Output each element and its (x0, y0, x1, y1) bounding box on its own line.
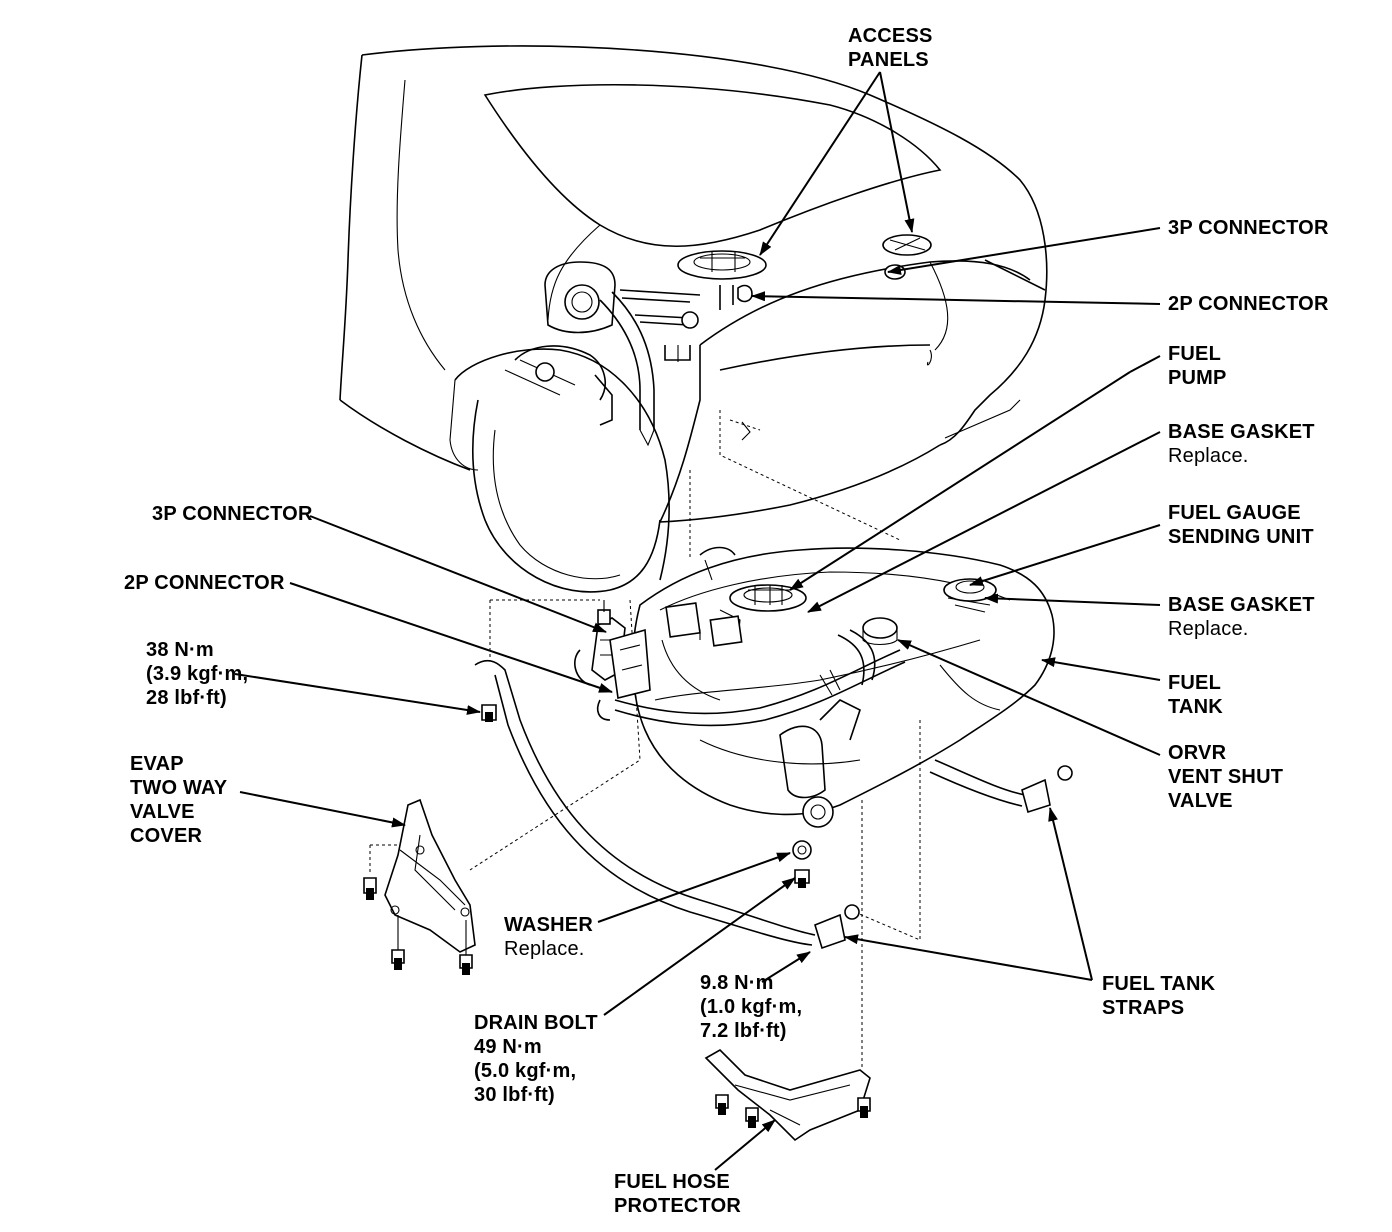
label-fuel-gauge-sending-unit: FUEL GAUGE SENDING UNIT (1168, 502, 1314, 548)
label-access-panels: ACCESS PANELS (848, 25, 933, 71)
dashed-guide-lines (369, 410, 921, 1070)
label-washer: WASHER Replace. (504, 914, 593, 960)
label-torque-9-8: 9.8 N·m (1.0 kgf·m, 7.2 lbf·ft) (700, 972, 803, 1042)
fuel-tank-drawing (474, 546, 1073, 950)
label-3p-connector-top: 3P CONNECTOR (1168, 217, 1329, 239)
car-body-outline (339, 45, 1048, 593)
label-evap-two-way-valve-cover: EVAP TWO WAY VALVE COVER (130, 753, 228, 847)
label-2p-connector-left: 2P CONNECTOR (124, 572, 285, 594)
label-3p-connector-left: 3P CONNECTOR (152, 503, 313, 525)
label-fuel-hose-protector: FUEL HOSE PROTECTOR (614, 1171, 741, 1217)
leader-lines (234, 71, 1161, 1171)
label-fuel-tank: FUEL TANK (1168, 672, 1223, 718)
label-base-gasket-gauge: BASE GASKET Replace. (1168, 594, 1315, 640)
fuel-hose-protector-drawing (704, 1049, 871, 1142)
evap-valve-cover-drawing (363, 798, 476, 975)
label-2p-connector-top: 2P CONNECTOR (1168, 293, 1329, 315)
label-orvr-vent-shut-valve: ORVR VENT SHUT VALVE (1168, 742, 1284, 812)
label-torque-38: 38 N·m (3.9 kgf·m, 28 lbf·ft) (146, 639, 249, 709)
label-fuel-tank-straps: FUEL TANK STRAPS (1102, 973, 1216, 1019)
label-drain-bolt: DRAIN BOLT 49 N·m (5.0 kgf·m, 30 lbf·ft) (474, 1012, 598, 1106)
label-fuel-pump: FUEL PUMP (1168, 343, 1227, 389)
label-base-gasket-pump: BASE GASKET Replace. (1168, 421, 1315, 467)
